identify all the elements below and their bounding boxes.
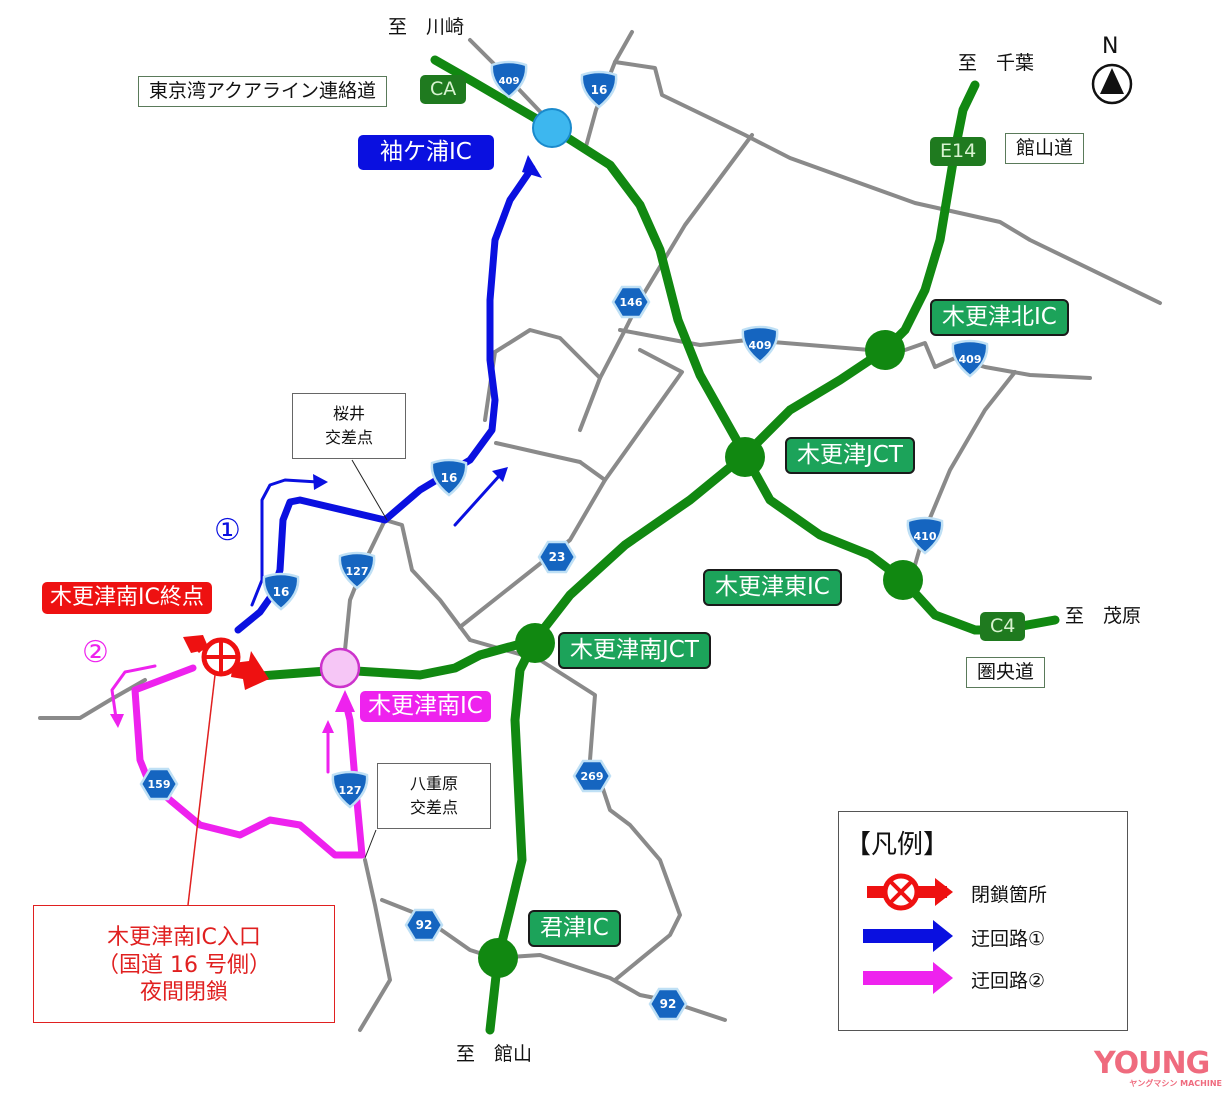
route-badge-92: 92	[404, 908, 444, 942]
route-badge-16: 16	[262, 572, 300, 611]
north-arrow-icon	[1091, 63, 1133, 105]
logo-main-text: YOUNG	[1094, 1046, 1210, 1081]
detour1-arrowhead-top	[522, 155, 542, 178]
detour2-arrowhead-main	[335, 690, 355, 712]
young-machine-logo: YOUNG ヤングマシン MACHINE	[1094, 1046, 1224, 1090]
kisarazu-minami-ic-node	[319, 647, 361, 689]
legend-item-detour-2: 迂回路②	[839, 958, 1127, 998]
svg-text:409: 409	[959, 353, 982, 366]
route-badge-159: 159	[139, 767, 179, 801]
route-name-tateyama-road: 館山道	[1005, 133, 1085, 164]
route-badge-16: 16	[430, 458, 468, 497]
route-badges: 409 16 146 409 409 16 23 410 127 16 159 …	[139, 60, 989, 1021]
svg-text:92: 92	[416, 918, 433, 932]
closure-symbol	[183, 635, 269, 690]
local-roads	[38, 30, 1162, 1032]
svg-text:159: 159	[148, 778, 171, 791]
svg-text:16: 16	[591, 83, 608, 97]
label-kisarazu-minami-jct: 木更津南JCT	[558, 632, 711, 669]
detour1-arrowhead-left	[313, 474, 328, 490]
closure-leader-line	[187, 674, 216, 906]
destination-chiba: 至 千葉	[958, 52, 1035, 74]
closure-legend-icon	[867, 873, 953, 911]
svg-text:409: 409	[499, 76, 520, 87]
detour2-arrowhead-left	[110, 714, 124, 728]
interchange-nodes	[478, 330, 923, 978]
label-kisarazu-higashi-ic: 木更津東IC	[703, 569, 842, 606]
destination-mobara: 至 茂原	[1065, 605, 1142, 627]
route-badge-127: 127	[331, 770, 369, 809]
route-name-aqualine: 東京湾アクアライン連絡道	[138, 76, 388, 107]
svg-text:16: 16	[273, 585, 290, 599]
svg-text:23: 23	[549, 550, 566, 564]
label-kisarazu-minami-ic: 木更津南IC	[360, 691, 491, 722]
svg-text:269: 269	[581, 770, 604, 783]
route-badge-146: 146	[611, 285, 651, 319]
note-yaehara-intersection: 八重原 交差点	[377, 763, 491, 829]
route-badge-16: 16	[580, 70, 618, 109]
svg-text:16: 16	[441, 471, 458, 485]
route-badge-23: 23	[537, 540, 577, 574]
label-kisarazu-jct: 木更津JCT	[785, 437, 915, 474]
destination-tateyama: 至 館山	[456, 1043, 533, 1065]
note-sakurai-intersection: 桜井 交差点	[292, 393, 406, 459]
blue-arrow-icon	[863, 920, 953, 952]
destination-kawasaki: 至 川崎	[388, 16, 465, 38]
route-badge-269: 269	[572, 759, 612, 793]
route-badge-409: 409	[951, 339, 989, 378]
north-compass: N	[1090, 34, 1134, 105]
svg-text:127: 127	[339, 784, 362, 797]
sakurai-leader-line	[351, 459, 388, 521]
detour-route-2	[110, 664, 366, 859]
magenta-arrow-icon	[863, 962, 953, 994]
label-kisarazu-minami-ic-end: 木更津南IC終点	[42, 582, 212, 614]
route-code-ca: CA	[420, 75, 467, 104]
legend: 【凡例】 閉鎖箇所 迂回路① 迂回路②	[838, 811, 1128, 1031]
svg-text:146: 146	[620, 296, 643, 309]
svg-text:409: 409	[749, 339, 772, 352]
legend-item-closure: 閉鎖箇所	[839, 872, 1127, 912]
label-sodegaura-ic: 袖ケ浦IC	[358, 135, 494, 170]
detour1-arrowhead-diag	[492, 467, 508, 482]
north-label: N	[1102, 34, 1119, 59]
route-badge-410: 410	[906, 516, 944, 555]
legend-label-detour-2: 迂回路②	[971, 970, 1046, 992]
svg-text:127: 127	[346, 565, 369, 578]
route-badge-409: 409	[741, 325, 779, 364]
route-name-ken-o-do: 圏央道	[966, 657, 1046, 688]
legend-item-detour-1: 迂回路①	[839, 916, 1127, 956]
route-code-c4: C4	[980, 612, 1026, 641]
label-kimitsu-ic: 君津IC	[528, 910, 621, 947]
yaehara-leader-line	[364, 829, 377, 859]
route-badge-127: 127	[338, 551, 376, 590]
detour2-arrowhead-small	[322, 720, 334, 733]
svg-text:410: 410	[914, 530, 937, 543]
route-code-e14: E14	[930, 137, 987, 166]
closure-note: 木更津南IC入口 （国道 16 号側） 夜間閉鎖	[33, 905, 335, 1023]
label-kisarazu-kita-ic: 木更津北IC	[930, 299, 1069, 336]
detour-marker-2: ②	[82, 635, 109, 670]
route-badge-409: 409	[490, 60, 528, 99]
legend-title: 【凡例】	[845, 830, 950, 860]
detour-marker-1: ①	[214, 513, 241, 548]
legend-label-closure: 閉鎖箇所	[971, 884, 1048, 906]
logo-sub-text: ヤングマシン MACHINE	[1129, 1079, 1222, 1088]
sodegaura-ic-node	[532, 108, 572, 148]
legend-label-detour-1: 迂回路①	[971, 928, 1046, 950]
route-badge-92: 92	[648, 987, 688, 1021]
svg-text:92: 92	[660, 997, 677, 1011]
